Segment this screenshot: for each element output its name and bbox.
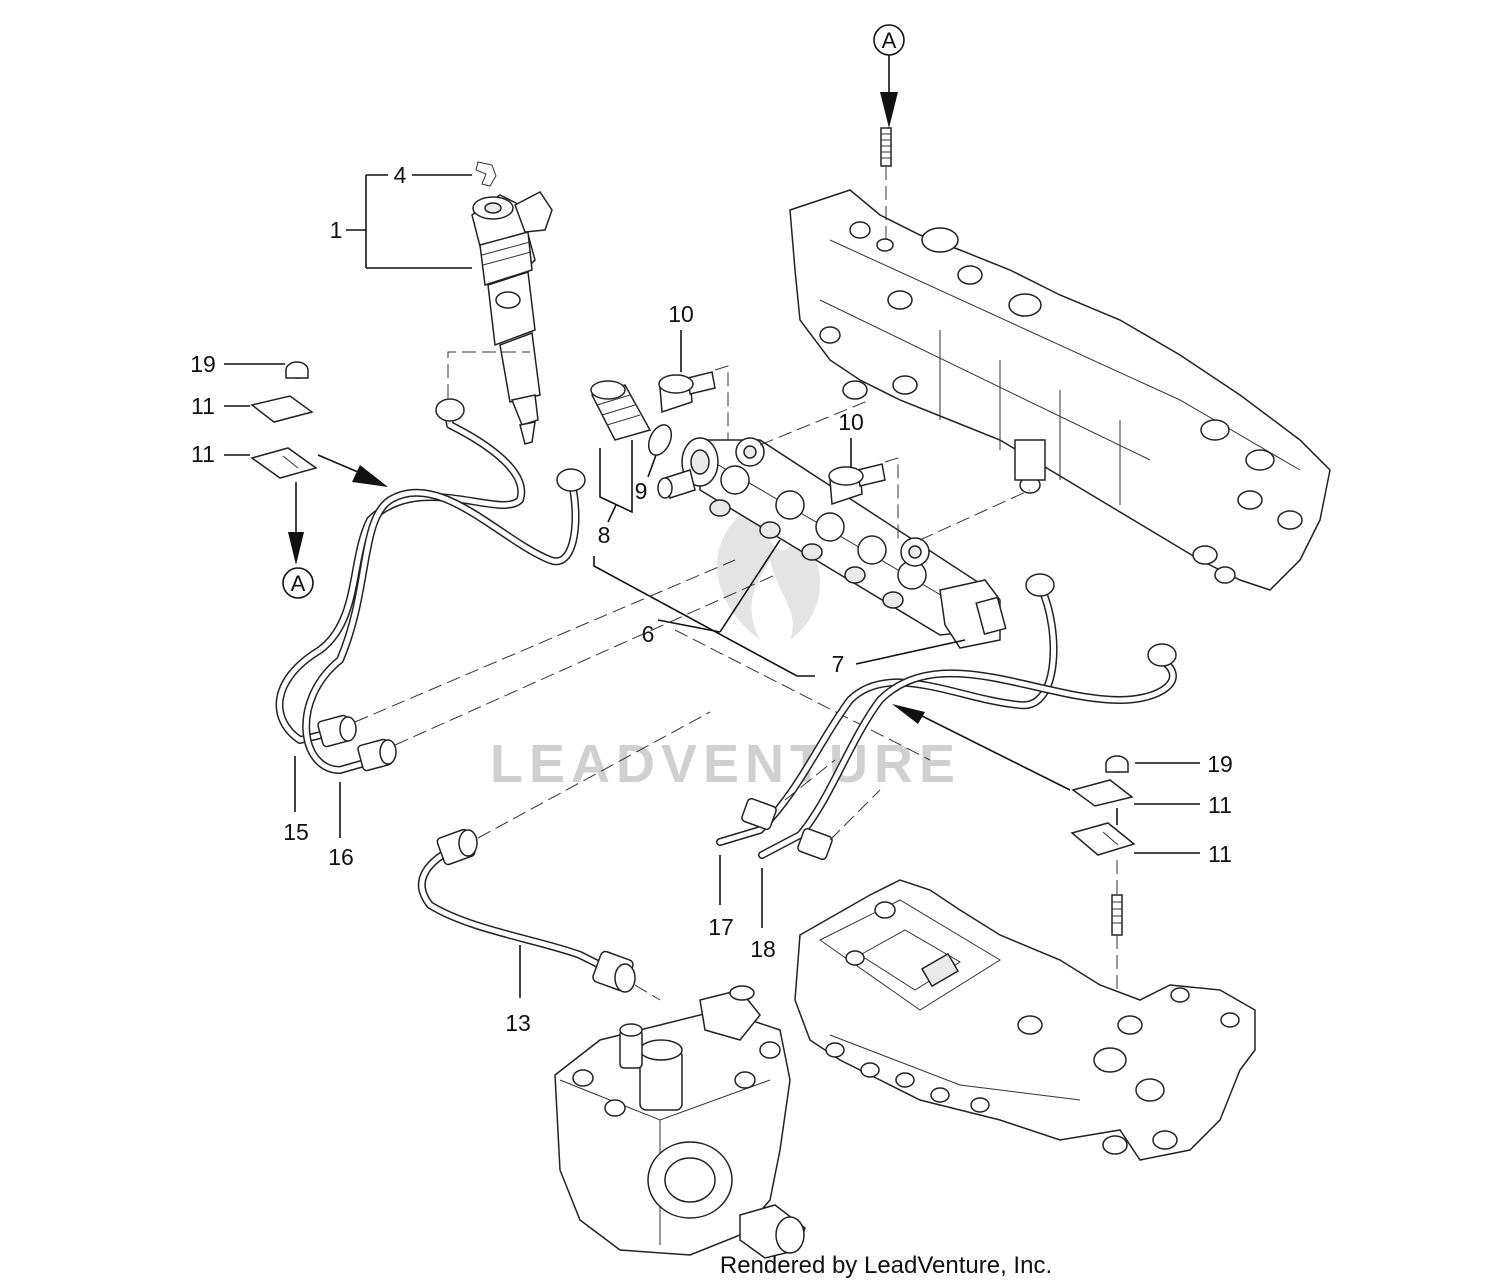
- callout-a-left: A: [282, 567, 314, 599]
- label-4: 4: [394, 162, 407, 188]
- callout-a-left-text: A: [291, 571, 306, 596]
- fuel-pipe-17-18: [716, 573, 1177, 861]
- watermark-text: LEADVENTURE: [490, 734, 961, 794]
- callout-a-top-text: A: [882, 28, 897, 53]
- high-pressure-pump: [554, 985, 806, 1259]
- label-15: 15: [283, 819, 309, 845]
- label-8: 8: [598, 522, 611, 548]
- fuel-rail: [657, 437, 1007, 649]
- label-11-left-upper: 11: [191, 393, 215, 419]
- label-13: 13: [505, 1010, 531, 1036]
- relief-valve: [590, 380, 652, 441]
- clamp-set-left: 19 11 11: [190, 351, 388, 565]
- stud-top: [880, 127, 892, 245]
- callout-17-18: 17 18: [708, 855, 776, 962]
- label-19-left: 19: [190, 351, 216, 377]
- label-9: 9: [635, 478, 648, 504]
- fuel-pipe-13: 13: [417, 711, 711, 1036]
- label-1: 1: [330, 217, 343, 243]
- callout-15-16: 15 16: [283, 756, 354, 870]
- o-ring: [647, 424, 673, 456]
- label-19-right: 19: [1207, 751, 1233, 777]
- callout-a-top: A: [873, 24, 905, 128]
- footer-credit: Rendered by LeadVenture, Inc.: [720, 1252, 1052, 1279]
- label-10-upper: 10: [668, 301, 694, 327]
- label-17: 17: [708, 914, 734, 940]
- intake-manifold-lower: [794, 879, 1256, 1161]
- bolt-upper: [658, 365, 729, 440]
- guide-line-2: [919, 489, 1031, 541]
- fuel-pipe-15-16: [275, 398, 776, 774]
- clamp-set-right: 19 11 11: [892, 704, 1233, 1022]
- label-6: 6: [642, 621, 655, 647]
- fuel-injector: [471, 161, 553, 445]
- intake-manifold-upper: [789, 189, 1331, 591]
- callout-rail-labels: 10 10 9 8 6 7: [593, 301, 966, 761]
- label-11-right-lower: 11: [1208, 841, 1232, 867]
- label-10-lower: 10: [838, 409, 864, 435]
- label-18: 18: [750, 936, 776, 962]
- injector-dashed-leader: [447, 351, 530, 398]
- rail-outlets: [709, 465, 927, 609]
- label-7: 7: [832, 651, 845, 677]
- label-11-right-upper: 11: [1208, 792, 1232, 818]
- label-11-left-lower: 11: [191, 441, 215, 467]
- label-16: 16: [328, 844, 354, 870]
- callout-1-4: 1 4: [330, 162, 472, 269]
- bolt-lower: [828, 457, 899, 540]
